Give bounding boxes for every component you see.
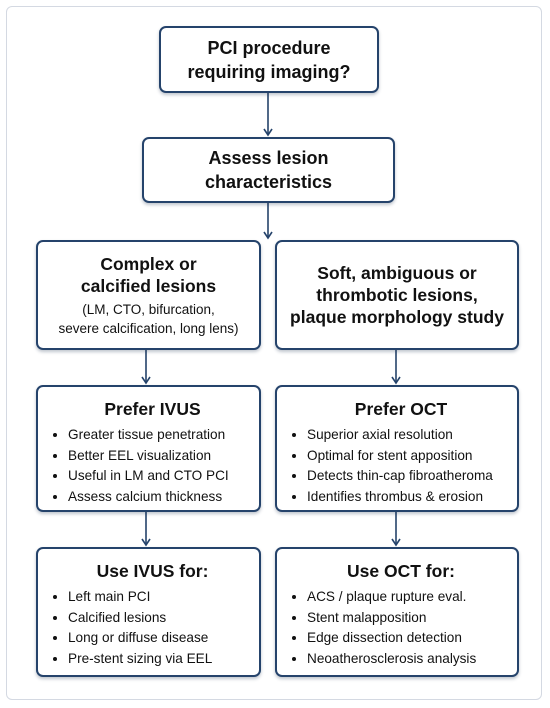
assess-line-2: characteristics	[204, 172, 333, 192]
use-ivus-box: Use IVUS for: Left main PCI Calcified le…	[36, 547, 261, 677]
use-ivus-title: Use IVUS for:	[96, 561, 209, 581]
list-item: Pre-stent sizing via EEL	[68, 649, 253, 670]
complex-detail: (LM, CTO, bifurcation, severe calcificat…	[58, 300, 238, 338]
use-ivus-list: Left main PCI Calcified lesions Long or …	[52, 587, 253, 669]
list-item: Assess calcium thickness	[68, 487, 253, 508]
complex-detail-2: severe calcification, long lens)	[58, 320, 239, 336]
prefer-oct-list: Superior axial resolution Optimal for st…	[291, 425, 511, 507]
start-line-1: PCI procedure	[207, 37, 331, 58]
complex-detail-1: (LM, CTO, bifurcation,	[82, 301, 215, 317]
complex-title-1: Complex or	[100, 253, 197, 274]
prefer-ivus-box: Prefer IVUS Greater tissue penetration B…	[36, 385, 261, 512]
prefer-oct-title: Prefer OCT	[354, 399, 448, 419]
prefer-ivus-list: Greater tissue penetration Better EEL vi…	[52, 425, 253, 507]
soft-title-2: thrombotic lesions,	[316, 285, 478, 305]
list-item: Neoatherosclerosis analysis	[307, 649, 511, 670]
use-oct-list: ACS / plaque rupture eval. Stent malappo…	[291, 587, 511, 669]
soft-title-3: plaque morphology study	[290, 307, 504, 327]
list-item: Better EEL visualization	[68, 446, 253, 467]
list-item: Useful in LM and CTO PCI	[68, 466, 253, 487]
soft-title-1: Soft, ambiguous or	[317, 263, 477, 283]
list-item: Identifies thrombus & erosion	[307, 487, 511, 508]
list-item: Edge dissection detection	[307, 628, 511, 649]
start-question-box: PCI procedure requiring imaging?	[159, 26, 379, 93]
diagram-frame	[6, 6, 542, 700]
list-item: Greater tissue penetration	[68, 425, 253, 446]
start-line-2: requiring imaging?	[187, 61, 351, 82]
list-item: Detects thin-cap fibroatheroma	[307, 466, 511, 487]
list-item: Stent malapposition	[307, 608, 511, 629]
list-item: ACS / plaque rupture eval.	[307, 587, 511, 608]
assess-lesion-box: Assess lesion characteristics	[142, 137, 395, 203]
use-oct-box: Use OCT for: ACS / plaque rupture eval. …	[275, 547, 519, 677]
list-item: Left main PCI	[68, 587, 253, 608]
complex-lesions-box: Complex or calcified lesions (LM, CTO, b…	[36, 240, 261, 350]
prefer-oct-box: Prefer OCT Superior axial resolution Opt…	[275, 385, 519, 512]
list-item: Calcified lesions	[68, 608, 253, 629]
complex-title-2: calcified lesions	[80, 275, 217, 296]
list-item: Superior axial resolution	[307, 425, 511, 446]
list-item: Long or diffuse disease	[68, 628, 253, 649]
use-oct-title: Use OCT for:	[347, 561, 455, 581]
prefer-ivus-title: Prefer IVUS	[104, 399, 201, 419]
assess-line-1: Assess lesion	[208, 148, 329, 168]
list-item: Optimal for stent apposition	[307, 446, 511, 467]
soft-lesions-box: Soft, ambiguous or thrombotic lesions, p…	[275, 240, 519, 350]
